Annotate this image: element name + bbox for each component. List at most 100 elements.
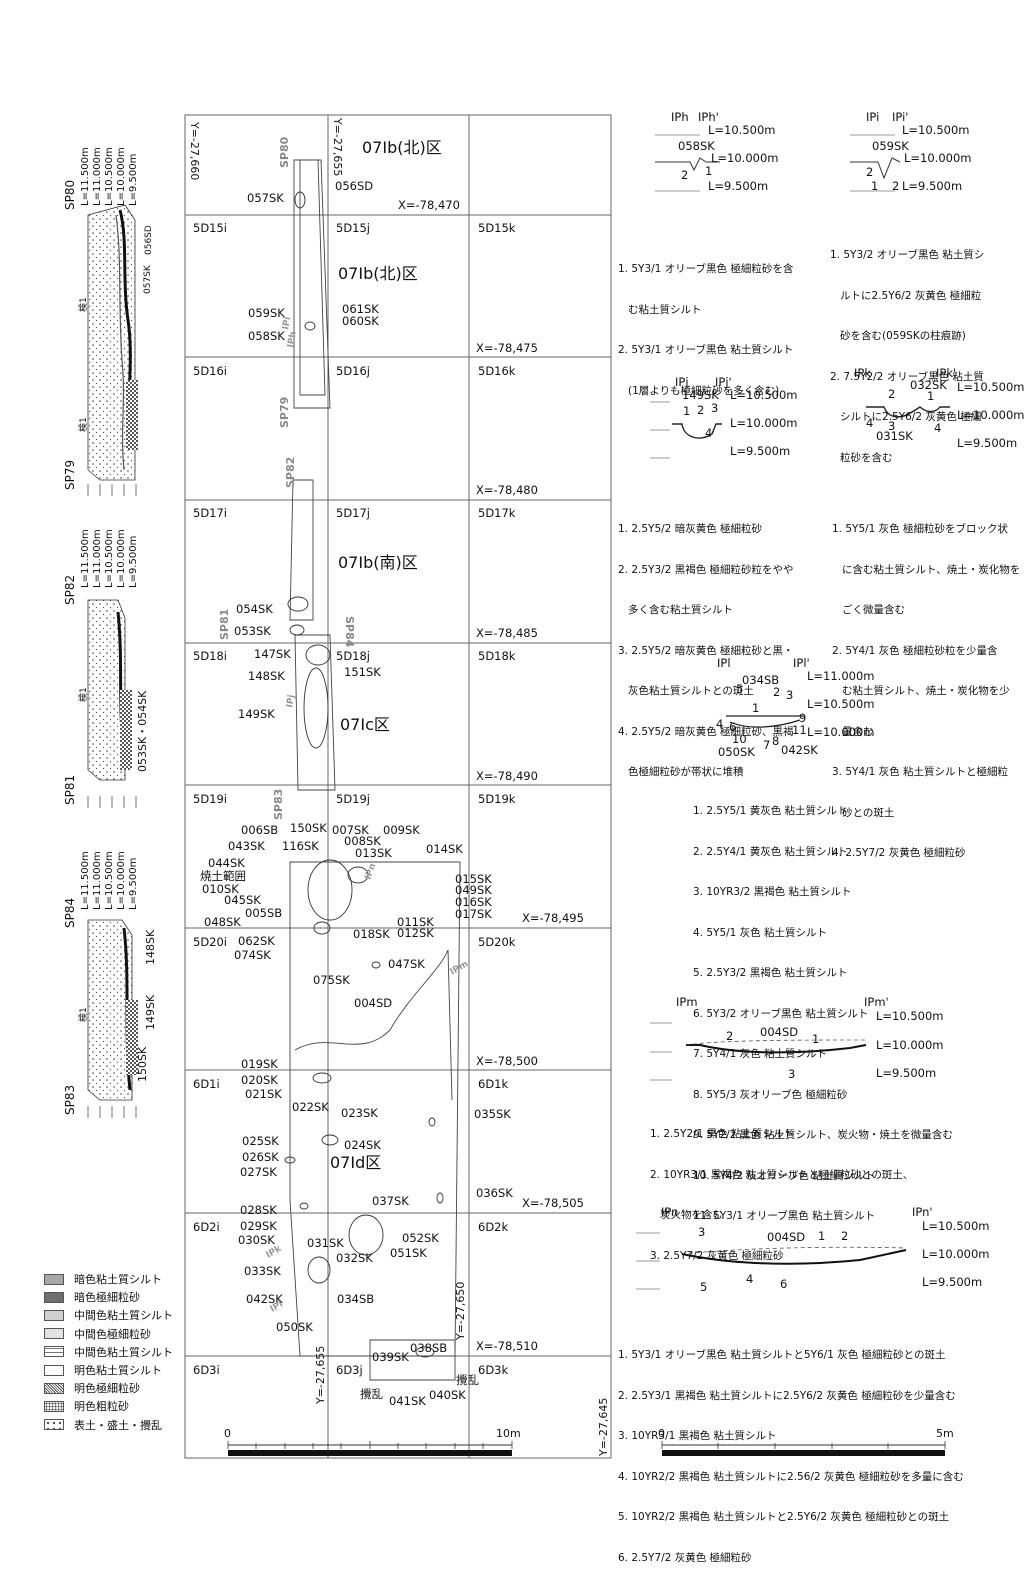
section-end-label: SP83 (63, 1085, 77, 1115)
note-line: 1. 2.5Y5/1 黄灰色 粘土質シルト (693, 805, 848, 817)
level-label: L=10.000m (876, 1038, 943, 1052)
section-end-label: SP81 (63, 775, 77, 805)
section-iph: IPh IPh' L=10.500m 058SK L=10.000m L=9.5… (655, 110, 778, 193)
note-line: に含む粘土質シルト、焼土・炭化物を (832, 563, 1021, 576)
feature-label: 028SK (240, 1203, 277, 1217)
note-line: 9. 5Y2/2 黒色 粘土質シルト、炭火物・焼土を微量含む (693, 1129, 953, 1141)
note-line: 1. 5Y3/2 オリーブ黒色 粘土質シ (830, 249, 985, 261)
x-coordinate-label: X=-78,485 (476, 626, 538, 640)
feature-label: 019SK (241, 1057, 278, 1071)
note-line: 多く含む粘土質シルト (618, 604, 734, 616)
level-label: L=11.000m (92, 851, 103, 910)
level-label: L=10.000m (116, 529, 127, 588)
section-feature: 058SK (678, 139, 715, 153)
feature-label: 023SK (341, 1106, 378, 1120)
feature-label: 攪乱 (456, 1373, 479, 1387)
note-line: 3. 10YR3/2 黒褐色 粘土質シルト (693, 886, 852, 898)
sp-marker: SP79 (278, 397, 291, 428)
area-label: 07Ⅰb(北)区 (362, 138, 442, 157)
layer-number: 1 (818, 1229, 825, 1243)
note-line: 砂との斑土 (832, 806, 895, 819)
note-line: 1. 2.5Y5/2 暗灰黄色 極細粒砂 (618, 523, 763, 535)
note-line: む粘土質シルト、焼土・炭化物を少 (832, 685, 1010, 697)
grid-cell-label: 5D15k (478, 221, 516, 235)
x-coordinate-label: X=-78,495 (522, 911, 584, 925)
legend-item: 明色粗粒砂 (44, 1397, 173, 1415)
legend-label: 明色極細粒砂 (74, 1382, 140, 1396)
feature-label: 022SK (292, 1100, 329, 1114)
layer-number: 3 (698, 1225, 705, 1239)
layer-number: 7 (763, 738, 770, 752)
note-line: 6. 5Y3/2 オリーブ黒色 粘土質シルト (693, 1007, 869, 1020)
feature-label: 048SK (204, 915, 241, 929)
plan-grid (184, 114, 612, 1459)
section-feature: 042SK (781, 743, 818, 757)
grid-cell-label: 5D18k (478, 649, 516, 663)
feature-label: 037SK (372, 1194, 409, 1208)
feature-label: 038SB (410, 1341, 447, 1355)
feature-label: 009SK (383, 823, 420, 837)
feature-label: 151SK (344, 665, 381, 679)
level-label: L=10.000m (922, 1247, 989, 1261)
legend-label: 中間色粘土質シルト (74, 1309, 173, 1323)
feature-label: 044SK (208, 856, 245, 870)
note-line: 2. 10YR3/1 黒褐色 粘土質シルトと極細粒砂との斑土、 (650, 1168, 914, 1181)
note-line: ルトに2.5Y6/2 灰黄色 極細粒 (830, 289, 982, 302)
feature-label: 焼土範囲 (200, 869, 246, 883)
grid-cell-label: 5D15j (336, 221, 370, 235)
scale-end: 10m (496, 1427, 521, 1440)
feature-label: 116SK (282, 839, 319, 853)
feature-label: 017SK (455, 907, 492, 921)
layer-number: 2 (681, 168, 688, 182)
layer-number: 3 (786, 688, 793, 702)
section-feature: 149SK (682, 388, 719, 402)
feature-label: 005SB (245, 906, 282, 920)
section-point-marker: IPn (363, 862, 378, 881)
level-label: L=9.500m (708, 179, 768, 193)
legend-item: 中間色極細粒砂 (44, 1325, 173, 1343)
note-line: 4. 5Y5/1 灰色 粘土質シルト (693, 926, 828, 939)
grid-cell-label: 5D19k (478, 792, 516, 806)
left-section-2: SP82 SP81 L=11.500m L=11.000m L=10.500m … (63, 529, 149, 805)
level-label: L=10.500m (807, 697, 874, 711)
grid-cell-label: 5D16k (478, 364, 516, 378)
level-label: L=9.500m (922, 1275, 982, 1289)
plan-scale-ticks (227, 1441, 513, 1449)
section-end: IPk (854, 366, 871, 380)
legend-swatch (44, 1382, 64, 1394)
level-label: L=11.500m (80, 147, 91, 206)
area-label: 07Ⅰb(南)区 (338, 553, 418, 572)
section-markers: SP80 SP79 SP82 SP81 SP84 SP83 (218, 136, 356, 820)
feature-label: 148SK (248, 669, 285, 683)
notes-ipn: 1. 5Y3/1 オリーブ黒色 粘土質シルトと5Y6/1 灰色 極細粒砂との斑土… (618, 1322, 964, 1579)
sp-marker: SP84 (343, 616, 356, 648)
layer-number: 10 (732, 732, 747, 746)
grid-cell-label: 5D18j (336, 649, 370, 663)
level-label: L=9.500m (128, 858, 139, 910)
y-coordinate-label: Y=-27,655 (331, 117, 344, 176)
layer-number: 6 (729, 720, 736, 734)
feature-label: 059SK (248, 306, 285, 320)
level-label: L=9.500m (128, 536, 139, 588)
legend-item: 明色極細粒砂 (44, 1379, 173, 1397)
grid-cell-label: 5D15i (193, 221, 227, 235)
layer-number: 9 (799, 711, 806, 725)
feature-label: 040SK (429, 1388, 466, 1402)
section-end-label: SP84 (63, 898, 77, 928)
left-section-ticks (87, 484, 137, 1118)
section-end: IPm' (864, 995, 889, 1009)
grid-cell-label: 5D16i (193, 364, 227, 378)
layer-number: 4 (716, 717, 723, 731)
section-scale-ticks (661, 1441, 946, 1449)
legend-item: 中間色粘土質シルト (44, 1306, 173, 1324)
level-label: L=10.000m (116, 851, 127, 910)
legend: 暗色粘土質シルト 暗色極細粒砂 中間色粘土質シルト 中間色極細粒砂 中間色粘土質… (44, 1270, 173, 1434)
section-ipi: IPi IPi' L=10.500m 059SK L=10.000m L=9.5… (850, 110, 971, 193)
feature-label: 051SK (390, 1246, 427, 1260)
grid-cell-label: 5D17k (478, 506, 516, 520)
scale-start: 0 (224, 1427, 231, 1440)
left-section-1: SP80 SP79 L=11.500m L=11.000m L=10.500m … (63, 147, 154, 490)
plan-scale-bar: 0 10m (224, 1427, 521, 1456)
legend-label: 暗色粘土質シルト (74, 1273, 162, 1287)
layer-number: 3 (711, 401, 718, 415)
